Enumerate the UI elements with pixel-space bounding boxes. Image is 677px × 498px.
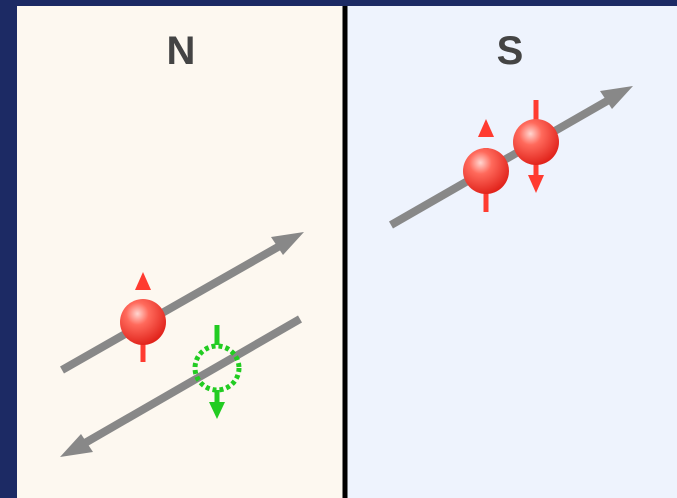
n-region-label: N <box>167 29 196 73</box>
n-region-panel <box>17 6 345 498</box>
electron-spin-down-s <box>513 100 559 193</box>
hole-spin-down-n <box>192 325 242 419</box>
electron-spin-up-n <box>120 272 166 362</box>
s-region-panel <box>345 6 677 498</box>
incident-electron-trajectory-arrow <box>60 232 304 374</box>
reflected-hole-trajectory-arrow <box>60 315 302 457</box>
s-region-label: S <box>497 29 524 73</box>
electron-spin-up-s <box>463 119 509 212</box>
